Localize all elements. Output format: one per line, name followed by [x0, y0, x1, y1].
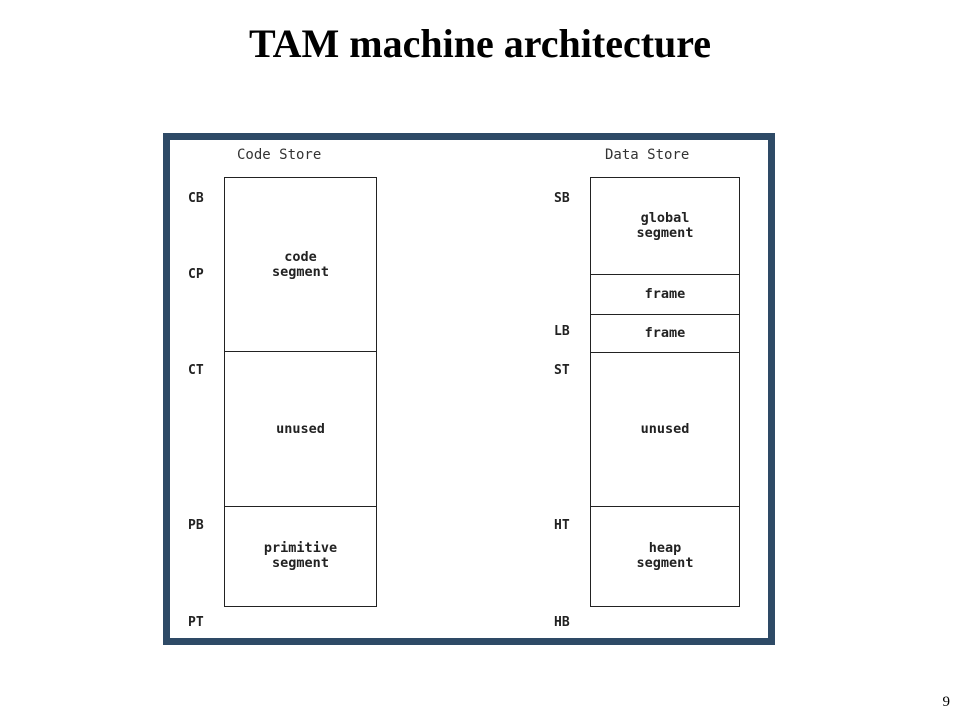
data-store-title: Data Store: [605, 147, 690, 163]
pointer-sb: SB: [554, 191, 570, 206]
pointer-lb: LB: [554, 324, 570, 339]
pointer-ht: HT: [554, 518, 570, 533]
pointer-cp: CP: [188, 267, 204, 282]
pointer-hb: HB: [554, 615, 570, 630]
code-store-box: code segment unused primitive segment: [224, 177, 377, 607]
frame-segment-2: frame: [591, 314, 739, 352]
pointer-cb: CB: [188, 191, 204, 206]
pointer-ct: CT: [188, 363, 204, 378]
slide-title: TAM machine architecture: [248, 21, 712, 66]
tam-architecture-diagram: Code Store CB CP CT PB PT code segment u…: [163, 133, 775, 645]
primitive-segment: primitive segment: [225, 506, 376, 605]
page-number: 9: [942, 694, 951, 710]
code-segment: code segment: [272, 248, 329, 280]
pointer-pb: PB: [188, 518, 204, 533]
pointer-st: ST: [554, 363, 570, 378]
global-segment: global segment: [636, 210, 694, 241]
data-unused-segment: unused: [591, 352, 739, 506]
code-store-title: Code Store: [237, 147, 322, 163]
data-store-box: global segment frame frame unused heap s…: [590, 177, 740, 607]
pointer-pt: PT: [188, 615, 204, 630]
frame-segment-1: frame: [591, 274, 739, 314]
heap-segment: heap segment: [591, 506, 739, 605]
code-unused-segment: unused: [225, 351, 376, 506]
